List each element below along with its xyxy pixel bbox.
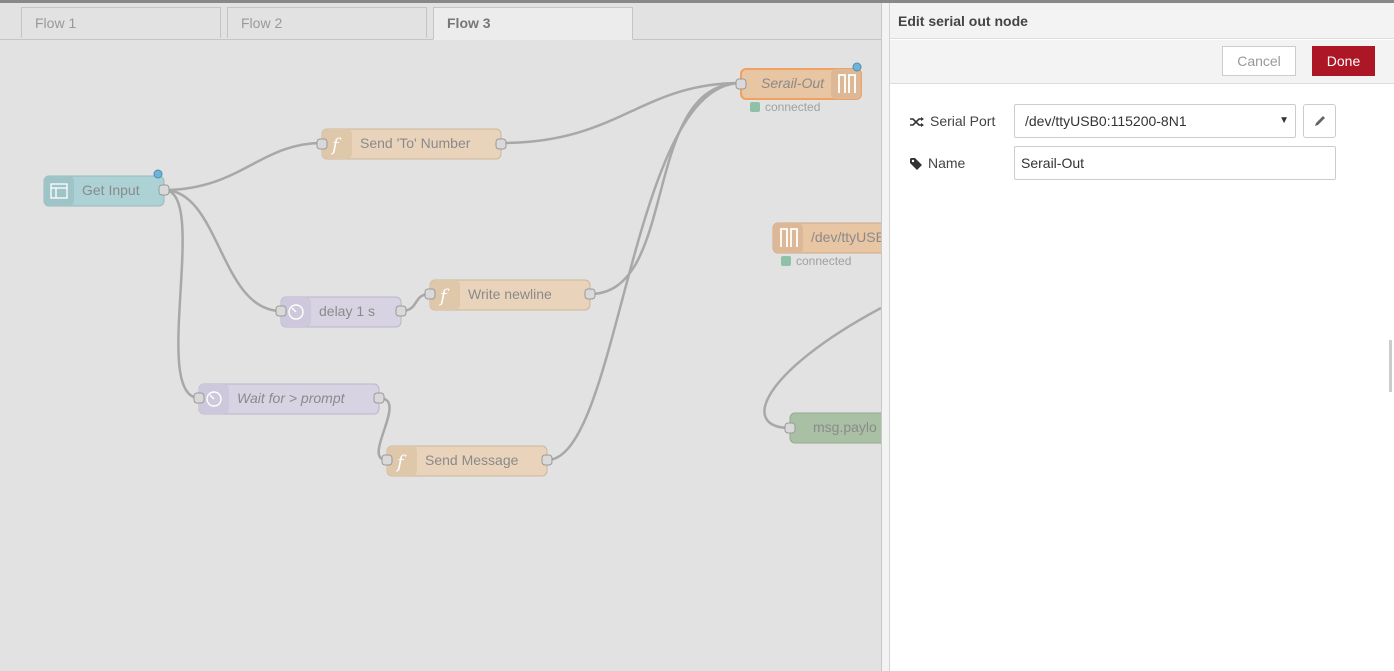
tag-icon: [910, 158, 922, 171]
pencil-icon: [1315, 116, 1325, 126]
node-send-to-number[interactable]: f Send 'To' Number: [316, 128, 507, 160]
node-label: Get Input: [82, 182, 140, 198]
top-bar: [0, 0, 1394, 3]
function-icon: [387, 446, 417, 476]
name-row: Name: [890, 146, 1394, 180]
node-label: Wait for > prompt: [237, 390, 346, 406]
node-serial-out[interactable]: Serail-Out connected: [735, 62, 862, 114]
output-port[interactable]: [495, 138, 507, 150]
cancel-button[interactable]: Cancel: [1222, 46, 1296, 76]
caret-down-icon: ▼: [1279, 115, 1289, 126]
serial-port-label: Serial Port: [930, 113, 996, 129]
status-dot: [750, 102, 760, 112]
output-port[interactable]: [395, 305, 407, 317]
tab-flow-1[interactable]: Flow 1: [21, 7, 221, 38]
output-port[interactable]: [584, 288, 596, 300]
status-dot: [781, 256, 791, 266]
node-write-newline[interactable]: f Write newline: [424, 279, 596, 311]
edit-node-tray: Edit serial out node Cancel Done Serial …: [881, 3, 1394, 671]
name-input[interactable]: [1014, 146, 1336, 180]
wire-input-to-send-number[interactable]: [163, 141, 323, 192]
input-port[interactable]: [735, 78, 747, 90]
serial-icon: [831, 69, 861, 99]
serial-port-value: /dev/ttyUSB0:115200-8N1: [1025, 113, 1187, 129]
random-icon: [910, 117, 924, 128]
wire-serial-in-to-payload[interactable]: [763, 306, 881, 430]
flow-tabs: Flow 1 Flow 2 Flow 3: [0, 3, 881, 40]
wire-send-message-to-serial[interactable]: [546, 81, 742, 462]
node-label: msg.paylo: [813, 419, 877, 435]
input-port[interactable]: [193, 392, 205, 404]
wire-input-to-delay[interactable]: [163, 188, 282, 313]
node-label: delay 1 s: [319, 303, 375, 319]
input-port[interactable]: [424, 288, 436, 300]
input-port[interactable]: [381, 454, 393, 466]
wires: [163, 81, 881, 462]
wire-send-number-to-serial[interactable]: [500, 81, 742, 145]
node-label: Send Message: [425, 452, 519, 468]
tab-flow-2[interactable]: Flow 2: [227, 7, 427, 38]
edit-node-panel: Edit serial out node Cancel Done Serial …: [889, 3, 1394, 671]
tab-flow-3[interactable]: Flow 3: [433, 7, 633, 40]
status-text: connected: [796, 254, 851, 268]
edit-serial-port-button[interactable]: [1303, 104, 1336, 138]
node-msg-payload[interactable]: msg.paylo: [784, 412, 881, 444]
serial-port-label-wrap: Serial Port: [910, 104, 995, 138]
status-text: connected: [765, 100, 820, 114]
node-wait-for-prompt[interactable]: Wait for > prompt: [193, 383, 385, 415]
name-label: Name: [928, 155, 966, 171]
tray-toolbar: Cancel Done: [890, 40, 1394, 84]
changed-indicator: [852, 62, 862, 72]
serial-port-select[interactable]: /dev/ttyUSB0:115200-8N1 ▼: [1014, 104, 1296, 138]
node-serial-in[interactable]: /dev/ttyUSB connected: [772, 222, 881, 268]
done-button[interactable]: Done: [1312, 46, 1375, 76]
node-label: Serail-Out: [761, 75, 825, 91]
input-port[interactable]: [316, 138, 328, 150]
scrollbar-handle[interactable]: [1389, 340, 1392, 392]
node-get-input[interactable]: Get Input: [43, 169, 170, 207]
function-icon: [322, 129, 352, 159]
node-label: Send 'To' Number: [360, 135, 471, 151]
tray-title: Edit serial out node: [890, 3, 1394, 39]
input-port[interactable]: [784, 422, 796, 434]
name-label-wrap: Name: [910, 146, 965, 180]
changed-indicator: [153, 169, 163, 179]
node-label: Write newline: [468, 286, 552, 302]
serial-port-row: Serial Port /dev/ttyUSB0:115200-8N1 ▼: [890, 104, 1394, 138]
node-label: /dev/ttyUSB: [811, 229, 881, 245]
flow-workspace[interactable]: Flow 1 Flow 2 Flow 3 Get Input: [0, 3, 881, 671]
serial-icon: [773, 223, 803, 253]
input-port[interactable]: [275, 305, 287, 317]
wire-wait-to-send-message[interactable]: [377, 396, 391, 462]
node-delay[interactable]: delay 1 s: [275, 296, 407, 328]
function-icon: [430, 280, 460, 310]
output-port[interactable]: [373, 392, 385, 404]
output-port[interactable]: [158, 184, 170, 196]
flow-canvas[interactable]: Get Input f Send 'To' Number delay 1 s: [0, 3, 881, 671]
wire-input-to-wait[interactable]: [163, 188, 200, 400]
output-port[interactable]: [541, 454, 553, 466]
wire-newline-to-serial[interactable]: [589, 81, 742, 296]
node-send-message[interactable]: f Send Message: [381, 445, 553, 477]
inject-icon: [44, 176, 74, 206]
